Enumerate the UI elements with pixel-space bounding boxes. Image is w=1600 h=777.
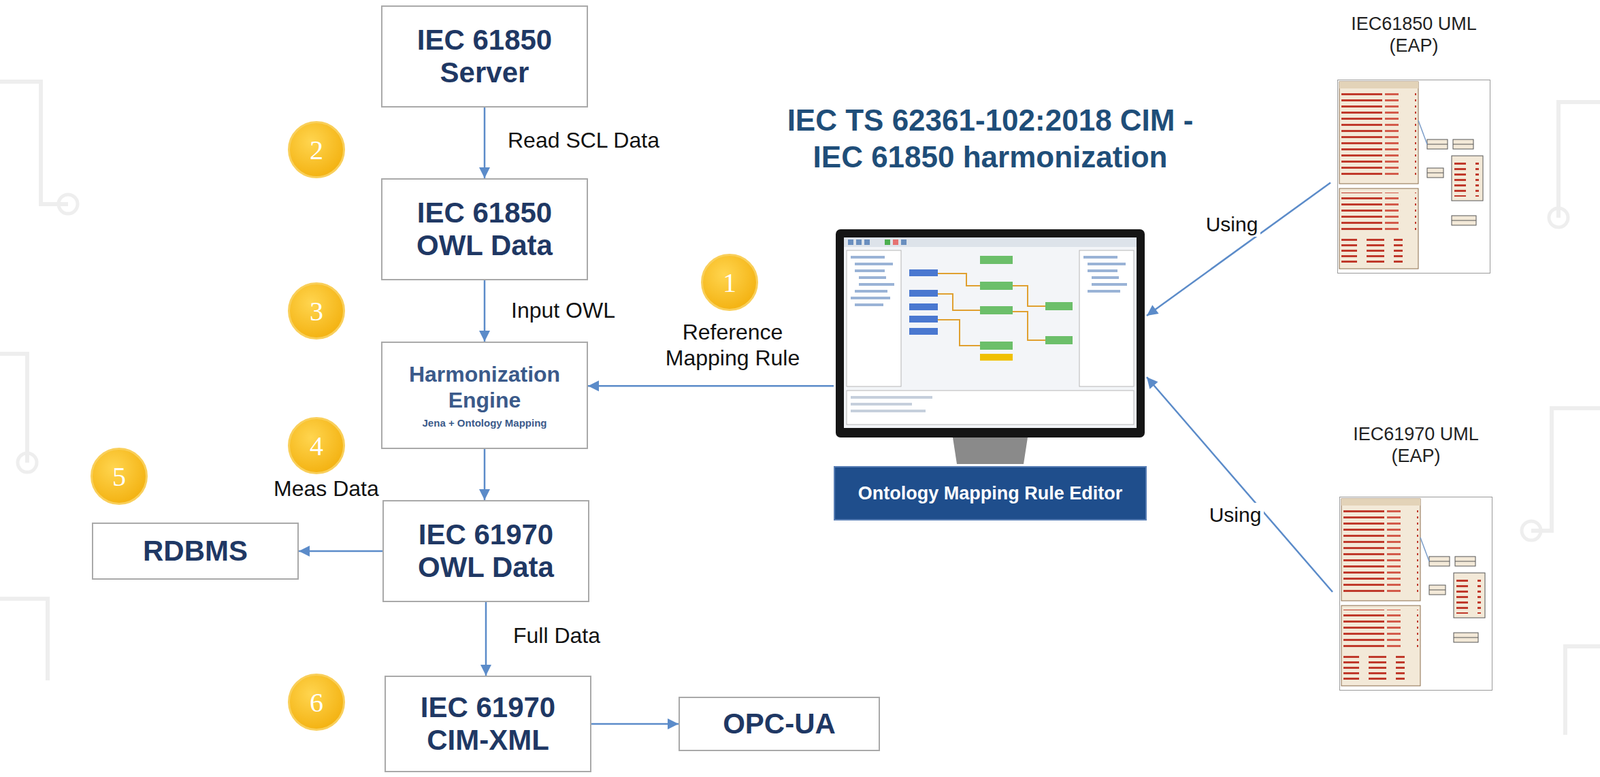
flow-arrow: [588, 385, 834, 388]
edge-label: Full Data: [510, 623, 603, 650]
box-label: IEC 61970 OWL Data: [390, 518, 582, 585]
process-box: IEC 61970 OWL Data: [382, 500, 590, 603]
uml-model: IEC61850 UML (EAP): [1330, 10, 1498, 276]
box-label: Harmonization Engine: [389, 361, 580, 414]
editor-label: Ontology Mapping Rule Editor: [833, 466, 1147, 521]
callout-number: 2: [287, 121, 346, 179]
flow-arrow: [591, 723, 679, 726]
callout-number: 5: [90, 447, 148, 505]
engine-box: Harmonization EngineJena + Ontology Mapp…: [381, 341, 589, 450]
database-box: RDBMS: [91, 522, 299, 580]
edge-label: Input OWL: [508, 298, 618, 324]
flow-arrow: [298, 550, 383, 553]
box-label: OPC-UA: [722, 707, 836, 741]
callout-number: 3: [287, 282, 346, 340]
process-box: IEC 61850 OWL Data: [381, 178, 589, 281]
model-heading: IEC61850 UML (EAP): [1330, 10, 1498, 58]
process-box: IEC 61970 CIM-XML: [384, 675, 592, 773]
box-label: IEC 61970 CIM-XML: [392, 691, 584, 758]
uml-model: IEC61970 UML (EAP): [1332, 420, 1500, 693]
flow-arrow: [483, 280, 486, 342]
editor-monitor: Ontology Mapping Rule Editor: [833, 227, 1147, 521]
process-box: IEC 61850 Server: [381, 5, 589, 108]
flow-arrow: [1146, 183, 1331, 317]
model-heading: IEC61970 UML (EAP): [1332, 420, 1500, 468]
box-sublabel: Jena + Ontology Mapping: [422, 416, 548, 431]
edge-label: Meas Data: [270, 476, 382, 503]
diagram-title: IEC TS 62361-102:2018 CIM - IEC 61850 ha…: [786, 102, 1195, 175]
box-label: IEC 61850 Server: [389, 23, 580, 90]
edge-label: Using: [1206, 502, 1265, 527]
edge-label: Read SCL Data: [504, 127, 663, 154]
box-label: RDBMS: [142, 534, 248, 568]
callout-number: 6: [287, 673, 346, 731]
flow-arrow: [485, 602, 488, 676]
flow-arrow: [483, 107, 486, 179]
box-label: IEC 61850 OWL Data: [389, 196, 580, 263]
flow-arrow: [1146, 377, 1333, 593]
callout-number: 1: [700, 253, 759, 312]
flow-arrow: [483, 449, 486, 501]
edge-label: Using: [1203, 212, 1262, 237]
edge-label: Reference Mapping Rule: [649, 319, 816, 372]
callout-number: 4: [287, 417, 346, 475]
output-box: OPC-UA: [678, 696, 880, 752]
